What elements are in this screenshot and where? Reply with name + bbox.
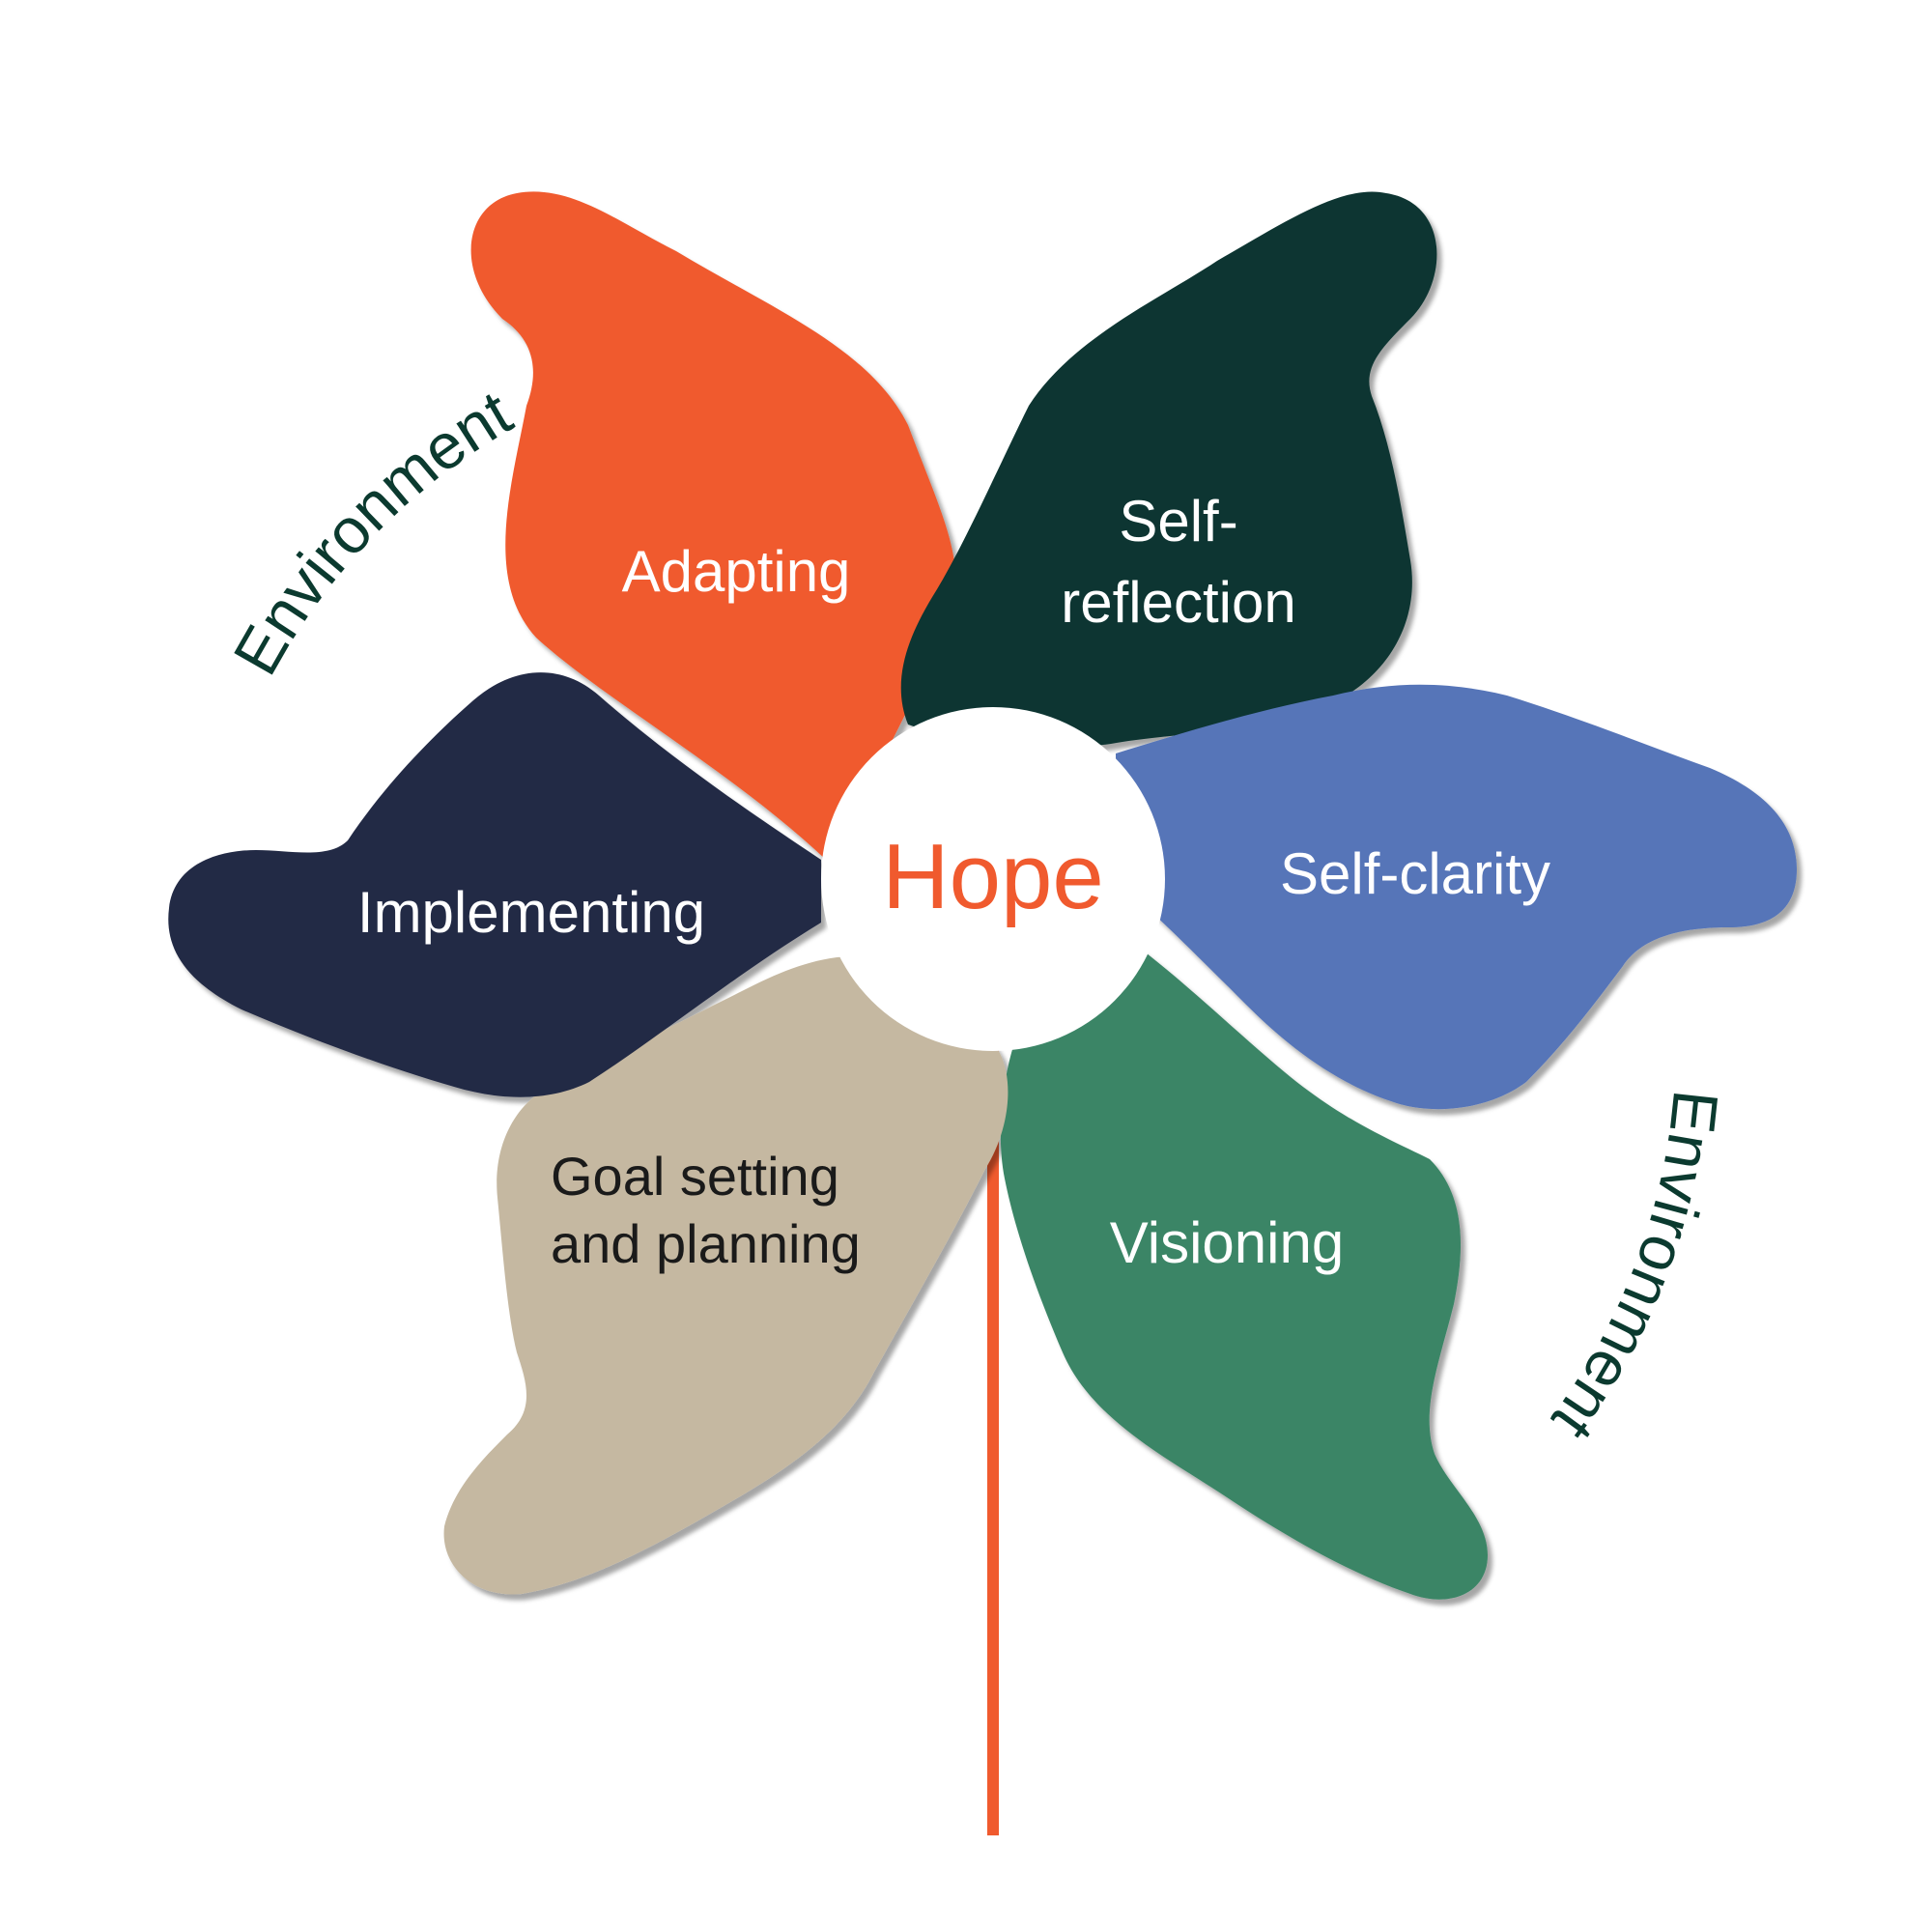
petal-self-reflection xyxy=(900,191,1437,749)
petal-label-adapting: Adapting xyxy=(622,539,851,604)
petal-label-visioning: Visioning xyxy=(1110,1210,1344,1275)
petal-label-implementing: Implementing xyxy=(357,880,705,945)
pinwheel-stem xyxy=(987,1024,999,1835)
environment-label-right: Environment xyxy=(1539,1087,1732,1453)
center-label-hope: Hope xyxy=(882,825,1104,928)
petal-implementing xyxy=(168,672,822,1097)
petal-goal-setting xyxy=(443,955,1009,1595)
petal-label-self-reflection: Self-reflection xyxy=(1061,489,1295,635)
petal-self-clarity xyxy=(1116,684,1797,1110)
center-circle xyxy=(821,707,1165,1051)
environment-label-left: Environment xyxy=(219,377,523,687)
petal-label-self-clarity: Self-clarity xyxy=(1280,841,1550,906)
petal-visioning xyxy=(1000,927,1488,1600)
petal-adapting xyxy=(470,191,955,860)
